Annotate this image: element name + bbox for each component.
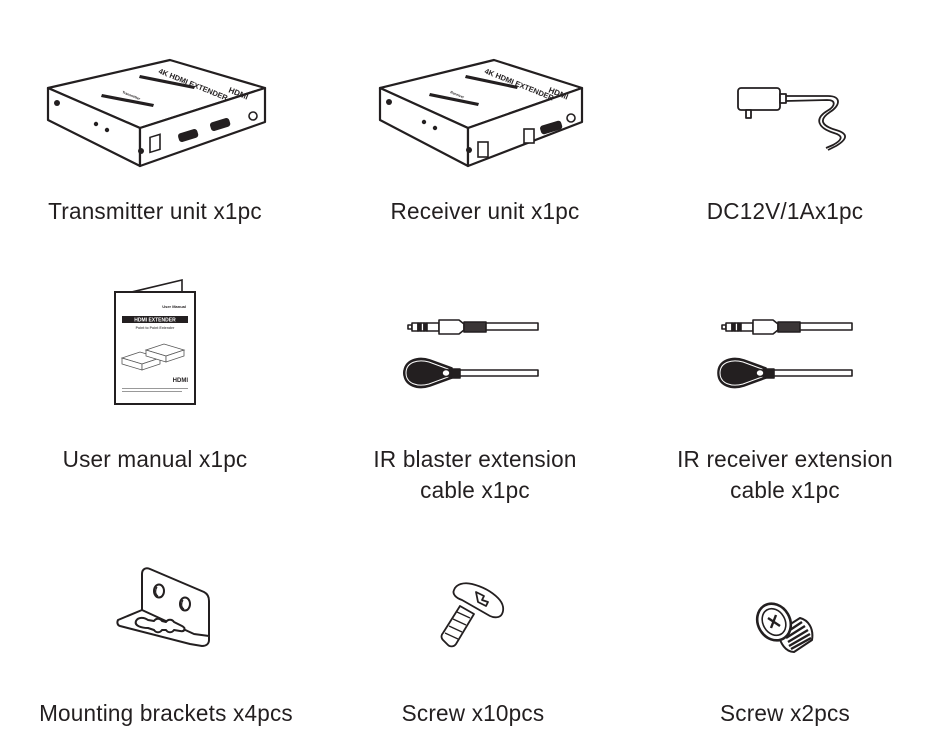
device-type-label: Receiver: [450, 90, 466, 99]
transmitter-unit-icon: 4K HDMI EXTENDER HDMI Transmitter: [46, 58, 267, 168]
manual-header: User Manual: [162, 304, 186, 309]
caption-line: User manual x1pc: [62, 446, 248, 472]
device-type-label: Transmitter: [122, 90, 142, 101]
caption-power-adapter: DC12V/1Ax1pc: [633, 196, 936, 227]
manual-subtitle: Point to Point Extender: [136, 326, 175, 330]
caption-line: DC12V/1Ax1pc: [706, 198, 864, 224]
phillips-screw-icon: [755, 602, 814, 653]
ir-cable-icon: [403, 319, 539, 389]
power-adapter-icon: [737, 87, 846, 151]
caption-line: Receiver unit x1pc: [390, 198, 580, 224]
user-manual-icon: User Manual HDMI EXTENDER Point to Point…: [114, 278, 196, 405]
caption-line: IR receiver extension: [677, 446, 893, 472]
caption-line: Screw x10pcs: [401, 700, 545, 726]
caption-line: Screw x2pcs: [720, 700, 850, 726]
receiver-unit-icon: 4K HDMI EXTENDER HDMI Receiver: [378, 58, 584, 168]
caption-ir-blaster: IR blaster extension cable x1pc: [323, 444, 627, 506]
slotted-screw-icon: [440, 582, 505, 648]
ir-cable-icon: [717, 319, 853, 389]
caption-brackets: Mounting brackets x4pcs: [11, 698, 321, 729]
caption-screw-2: Screw x2pcs: [633, 698, 936, 729]
manual-brand-logo: HDMI: [173, 378, 189, 384]
caption-line: Mounting brackets x4pcs: [39, 700, 293, 726]
caption-transmitter: Transmitter unit x1pc: [3, 196, 307, 227]
caption-receiver: Receiver unit x1pc: [333, 196, 637, 227]
caption-line: IR blaster extension: [373, 446, 577, 472]
caption-line: cable x1pc: [730, 477, 840, 503]
manual-title: HDMI EXTENDER: [134, 318, 176, 324]
caption-user-manual: User manual x1pc: [3, 444, 307, 475]
caption-line: cable x1pc: [420, 477, 530, 503]
caption-screw-10: Screw x10pcs: [321, 698, 625, 729]
caption-line: Transmitter unit x1pc: [48, 198, 262, 224]
mounting-bracket-icon: [116, 567, 210, 647]
caption-ir-receiver: IR receiver extension cable x1pc: [633, 444, 936, 506]
